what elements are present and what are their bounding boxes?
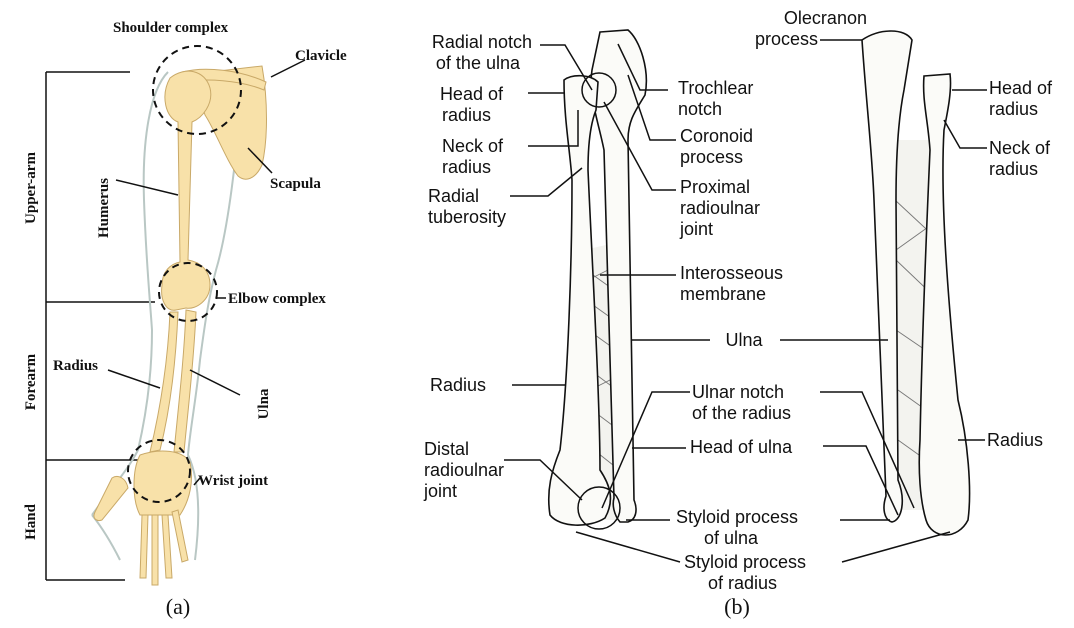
label-ulna: Ulna (256, 388, 272, 419)
label-shoulder-complex: Shoulder complex (113, 20, 229, 36)
region-hand: Hand (23, 503, 39, 540)
region-forearm: Forearm (23, 353, 39, 410)
label-ulna: Ulna (725, 330, 763, 350)
label-humerus: Humerus (96, 178, 112, 238)
label-radius: Radius (53, 358, 98, 374)
radius-bone (150, 312, 178, 452)
label-wrist-joint: Wrist joint (198, 473, 268, 489)
label-trochlear-notch: Trochlear notch (678, 78, 758, 119)
caption-a: (a) (166, 594, 190, 619)
label-radial-notch: Radial notch of the ulna (432, 32, 537, 73)
label-neck-of-radius-left: Neck of radius (442, 136, 508, 177)
label-head-of-radius-right: Head of radius (989, 78, 1057, 119)
humerus-bone (162, 71, 211, 310)
label-radial-tuberosity: Radial tuberosity (428, 186, 506, 227)
label-scapula: Scapula (270, 176, 321, 192)
label-proximal-radioulnar-joint: Proximal radioulnar joint (679, 177, 765, 239)
forearm-anterior-view (549, 30, 647, 529)
label-elbow-complex: Elbow complex (228, 291, 326, 307)
region-upper-arm: Upper-arm (23, 152, 39, 224)
label-clavicle: Clavicle (295, 48, 347, 64)
panel-a: Upper-arm Forearm Hand (23, 20, 347, 619)
label-radius-right: Radius (987, 430, 1043, 450)
panel-b: Radial notch of the ulna Head of radius … (423, 8, 1057, 619)
label-radius-left: Radius (430, 375, 486, 395)
label-coronoid-process: Coronoid process (680, 126, 758, 167)
label-ulnar-notch: Ulnar notch of the radius (692, 382, 791, 423)
label-styloid-ulna: Styloid process of ulna (676, 507, 803, 548)
label-neck-of-radius-right: Neck of radius (989, 138, 1055, 179)
label-olecranon-process: Olecranon process (755, 8, 872, 49)
label-styloid-radius: Styloid process of radius (684, 552, 811, 593)
label-head-of-radius-left: Head of radius (440, 84, 508, 125)
forearm-posterior-view (862, 31, 970, 535)
label-distal-radioulnar-joint: Distal radioulnar joint (423, 439, 509, 501)
hand-bones (94, 451, 192, 585)
label-interosseous-membrane: Interosseous membrane (680, 263, 788, 304)
caption-b: (b) (724, 594, 750, 619)
label-head-of-ulna: Head of ulna (690, 437, 793, 457)
